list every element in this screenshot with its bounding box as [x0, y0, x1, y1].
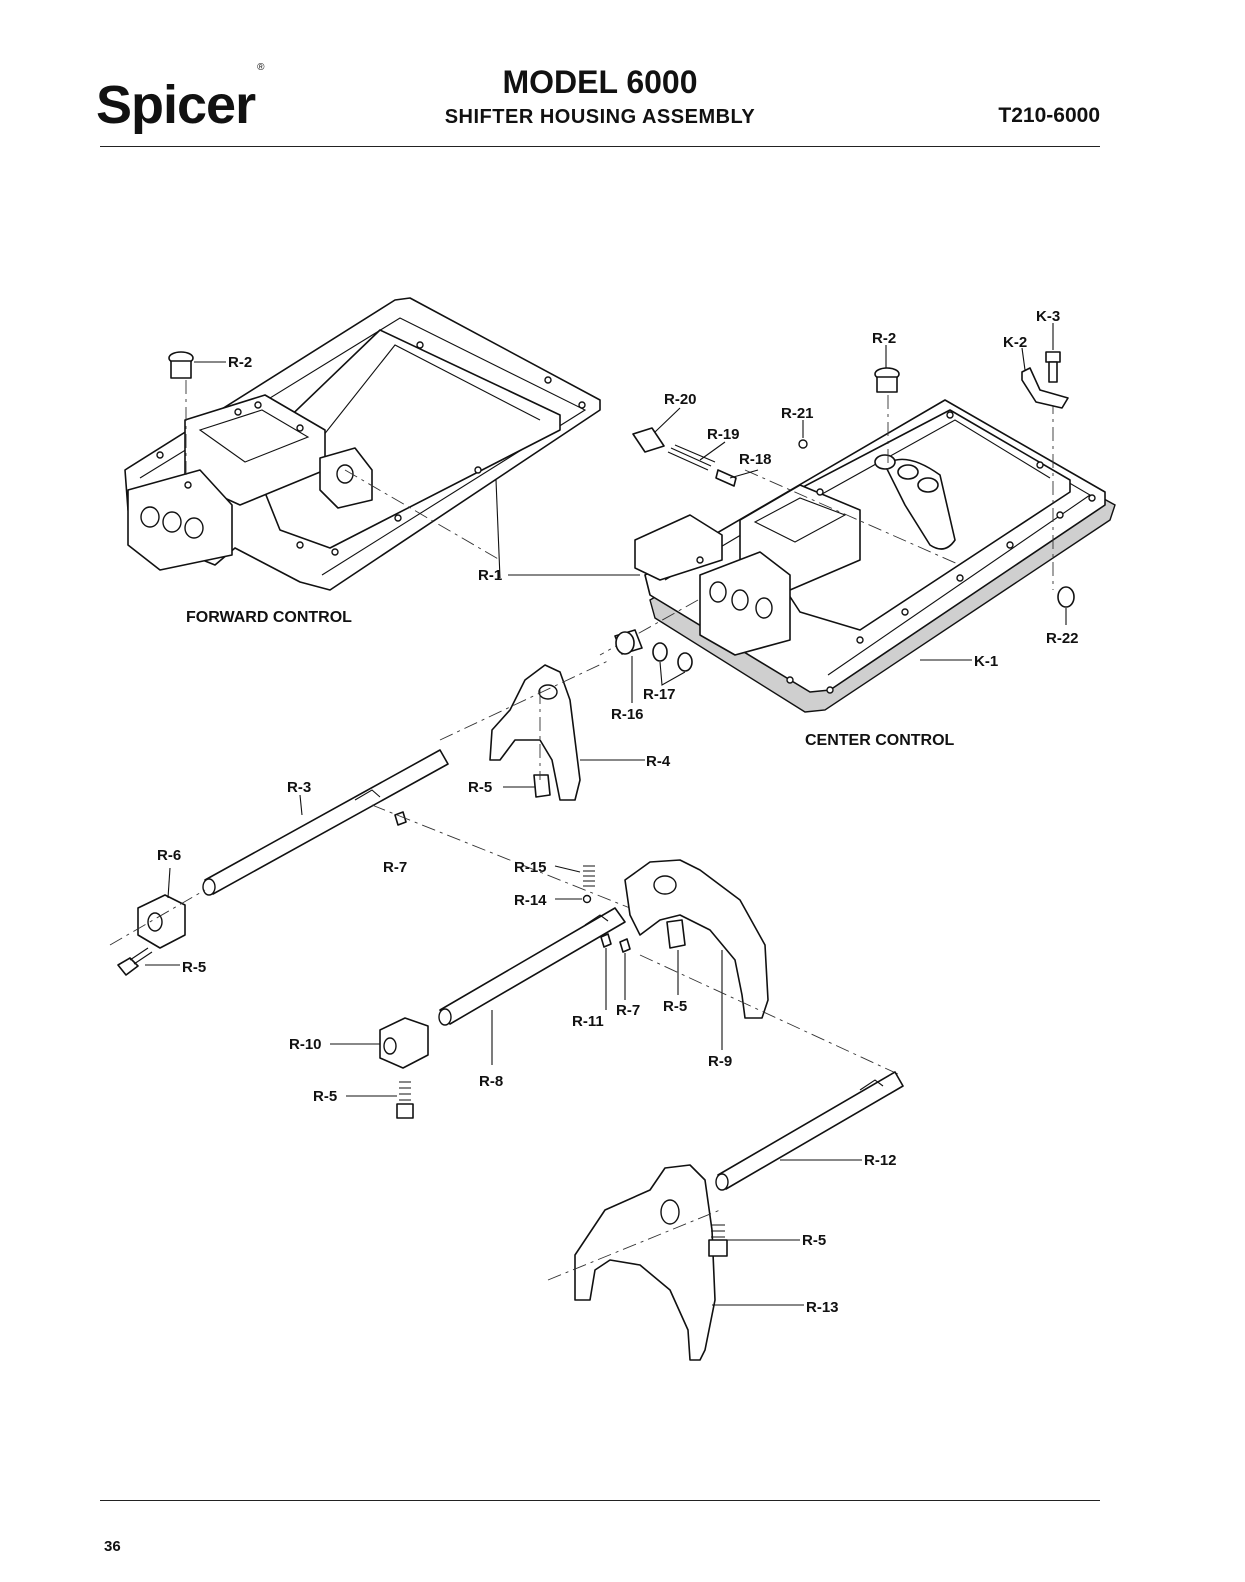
- label-r22: R-22: [1046, 630, 1079, 647]
- plug-r2-left: [168, 351, 226, 379]
- label-r13: R-13: [806, 1299, 839, 1316]
- label-r17: R-17: [643, 686, 676, 703]
- shift-fork-r9: [624, 859, 901, 1076]
- label-r2-left: R-2: [228, 354, 252, 371]
- screw-r5-a: [117, 947, 180, 976]
- label-r1: R-1: [478, 567, 502, 584]
- label-r11: R-11: [572, 1013, 604, 1030]
- footer-rule: [100, 1500, 1100, 1501]
- spring-r15: [554, 865, 595, 887]
- label-r20: R-20: [664, 391, 697, 408]
- label-r5-fork-r9: R-5: [663, 998, 687, 1015]
- brand-name: Spicer: [96, 75, 256, 135]
- label-r19: R-19: [707, 426, 740, 443]
- block-r10: [330, 1017, 429, 1069]
- label-k1: K-1: [974, 653, 998, 670]
- label-r7-lower: R-7: [616, 1002, 640, 1019]
- page-title: MODEL 6000: [502, 64, 698, 100]
- label-r2-right: R-2: [872, 330, 896, 347]
- ball-r21: [798, 420, 808, 449]
- label-r12: R-12: [864, 1152, 897, 1169]
- document-number: T210-6000: [998, 104, 1100, 127]
- plug-r22: [1057, 586, 1075, 625]
- label-r8: R-8: [479, 1073, 503, 1090]
- caption-center-control: CENTER CONTROL: [805, 732, 955, 749]
- label-r18: R-18: [739, 451, 772, 468]
- pin-r7-lower: [619, 938, 631, 1000]
- registered-mark: ®: [257, 62, 264, 73]
- bracket-k2: [1021, 347, 1069, 409]
- shift-rail-r3: [202, 749, 449, 896]
- washers-r17: [652, 642, 693, 686]
- brand-logo: Spicer®: [96, 62, 265, 136]
- pin-r7-upper: [371, 804, 661, 921]
- label-k3: K-3: [1036, 308, 1060, 325]
- label-r9: R-9: [708, 1053, 732, 1070]
- label-r3: R-3: [287, 779, 311, 796]
- sleeve-r16: [614, 629, 643, 703]
- plunger-assembly: [632, 407, 759, 487]
- label-r6: R-6: [157, 847, 181, 864]
- label-r16: R-16: [611, 706, 644, 723]
- label-r5-fork-r13: R-5: [802, 1232, 826, 1249]
- page-number: 36: [104, 1538, 121, 1555]
- housing-r1-leader-left: [495, 479, 501, 579]
- pin-r11: [600, 933, 612, 1010]
- plug-r2-right: [874, 345, 900, 393]
- label-r5-fork-r4: R-5: [468, 779, 492, 796]
- label-r4: R-4: [646, 753, 671, 770]
- label-r10: R-10: [289, 1036, 322, 1053]
- ball-r14: [555, 894, 592, 904]
- shift-fork-r4: [439, 659, 645, 801]
- forward-control-housing: [124, 297, 601, 591]
- label-r7-upper: R-7: [383, 859, 407, 876]
- caption-forward-control: FORWARD CONTROL: [186, 609, 352, 626]
- header-rule: [100, 146, 1100, 147]
- label-r5-block-r6: R-5: [182, 959, 206, 976]
- label-k2: K-2: [1003, 334, 1027, 351]
- screw-r5-b: [346, 1081, 414, 1119]
- shift-rail-r12: [715, 1071, 904, 1191]
- screw-r5-c: [708, 1224, 800, 1257]
- label-r15: R-15: [514, 859, 547, 876]
- block-r6: [109, 867, 206, 949]
- label-r5-block-r10: R-5: [313, 1088, 337, 1105]
- shift-rail-r8: [438, 907, 626, 1065]
- bolt-k3: [1045, 323, 1061, 383]
- center-control-housing: [599, 395, 1116, 713]
- page-subtitle: SHIFTER HOUSING ASSEMBLY: [444, 106, 756, 128]
- label-r14: R-14: [514, 892, 547, 909]
- label-r21: R-21: [781, 405, 814, 422]
- shift-fork-r13: [547, 1164, 804, 1361]
